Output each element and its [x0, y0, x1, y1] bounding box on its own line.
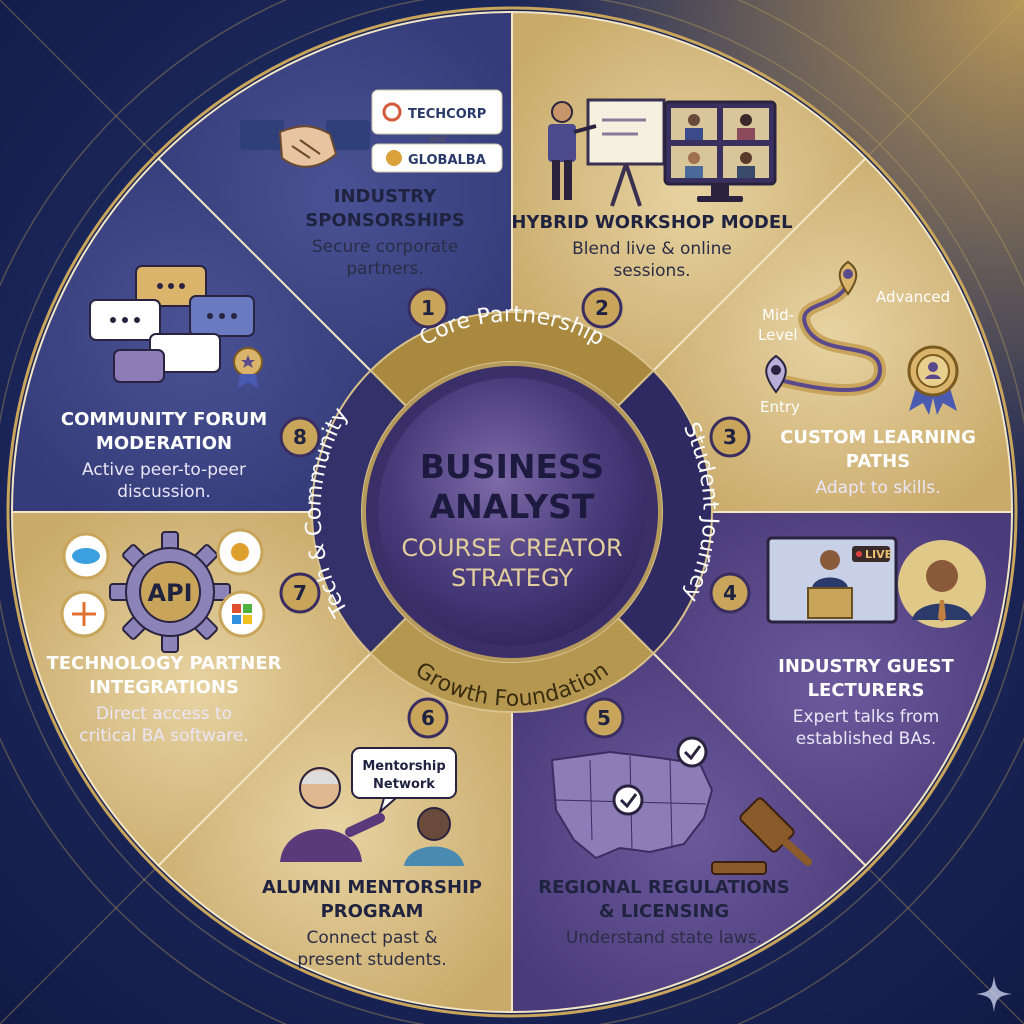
path-label-advanced: Advanced	[876, 288, 950, 306]
mentorship-bubble-2: Network	[373, 777, 435, 792]
segment-8-title-1: COMMUNITY FORUM	[61, 409, 267, 430]
path-label-mid-1: Mid-	[762, 306, 794, 324]
number-badge-2	[581, 287, 623, 329]
segment-texts: INDUSTRY SPONSORSHIPS Secure corporatepart…	[46, 186, 975, 970]
award-badge-icon	[907, 345, 959, 415]
handshake-icon	[240, 120, 370, 168]
segment-2-desc-2: sessions.	[613, 261, 690, 281]
mentor-icon	[280, 767, 385, 862]
segment-8: COMMUNITY FORUM MODERATION Active peer-to-…	[61, 409, 267, 502]
number-badge-3	[709, 416, 751, 458]
chat-bubbles-icon	[89, 265, 263, 388]
segment-8-desc-1: Active peer-to-peer	[82, 460, 246, 480]
live-lecture-icon: LIVE	[766, 536, 898, 624]
number-badge-text-7: 7	[293, 581, 307, 605]
sparkle-icon	[976, 976, 1012, 1012]
live-badge-text: LIVE	[865, 548, 892, 561]
center-subtitle-1: COURSE CREATOR	[401, 534, 622, 562]
number-badge-text-2: 2	[595, 296, 609, 320]
segment-2-desc-1: Blend live & online	[572, 239, 732, 259]
segment-4-title-1: INDUSTRY GUEST	[778, 656, 954, 677]
number-badge-4	[709, 572, 751, 614]
path-pins-icon: Advanced Mid- Level Entry	[758, 260, 950, 416]
segment-5-title-1: REGIONAL REGULATIONS	[538, 877, 790, 898]
segment-8-desc-2: discussion.	[117, 482, 211, 502]
logo-globalba: GLOBALBA	[408, 153, 486, 168]
segment-1-title-2: SPONSORSHIPS	[305, 210, 465, 231]
mentorship-bubble-1: Mentorship	[362, 759, 445, 774]
presenter-icon	[548, 98, 666, 207]
path-label-entry: Entry	[760, 398, 800, 416]
software-logos	[60, 528, 266, 638]
segment-6-title-2: PROGRAM	[321, 901, 424, 922]
us-map-icon	[550, 750, 714, 860]
segment-5: REGIONAL REGULATIONS & LICENSING Understan…	[538, 877, 790, 948]
segment-2: HYBRID WORKSHOP MODEL Blend live & online…	[511, 212, 792, 281]
segment-4: INDUSTRY GUEST LECTURERS Expert talks from…	[778, 656, 954, 749]
segment-1-desc-2: partners.	[346, 259, 423, 279]
number-badge-5	[583, 697, 625, 739]
segment-2-title-1: HYBRID WORKSHOP MODEL	[511, 212, 792, 233]
mentee-icon	[404, 807, 464, 866]
segment-1-desc-1: Secure corporate	[312, 237, 458, 257]
number-badge-6	[407, 697, 449, 739]
speech-bubble-icon: Mentorship Network	[351, 747, 457, 815]
segment-3-desc-1: Adapt to skills.	[815, 478, 940, 498]
video-grid-icon	[663, 100, 777, 202]
segment-1-title-1: INDUSTRY	[334, 186, 437, 207]
center-subtitle-2: STRATEGY	[451, 564, 573, 592]
segment-6-desc-2: present students.	[297, 950, 446, 970]
speaker-avatar-icon	[898, 540, 986, 628]
number-badge-7	[279, 572, 321, 614]
number-badge-text-1: 1	[421, 296, 435, 320]
sponsor-logos: TECHCORP and GLOBALBA	[371, 89, 503, 173]
segment-6-desc-1: Connect past &	[306, 928, 437, 948]
number-badge-text-5: 5	[597, 706, 611, 730]
segment-3-title-1: CUSTOM LEARNING	[780, 427, 976, 448]
segment-7-title-1: TECHNOLOGY PARTNER	[46, 653, 281, 674]
segment-3-title-2: PATHS	[846, 451, 910, 472]
check-icon	[676, 736, 708, 768]
center-title-1: BUSINESS	[420, 447, 604, 486]
center-hub: BUSINESS ANALYST COURSE CREATOR STRATEGY	[362, 362, 662, 662]
segment-3: CUSTOM LEARNING PATHS Adapt to skills.	[780, 427, 976, 498]
segment-4-title-2: LECTURERS	[808, 680, 925, 701]
segment-4-desc-1: Expert talks from	[793, 707, 940, 727]
segment-5-desc-1: Understand state laws.	[566, 928, 762, 948]
inner-ring	[311, 311, 713, 713]
logo-techcorp: TECHCORP	[408, 107, 486, 122]
api-label: API	[147, 579, 192, 607]
segment-4-desc-2: established BAs.	[796, 729, 936, 749]
segment-7-title-2: INTEGRATIONS	[89, 677, 239, 698]
center-title-2: ANALYST	[430, 487, 595, 526]
segment-5-title-2: & LICENSING	[599, 901, 729, 922]
segment-8-title-2: MODERATION	[96, 433, 232, 454]
segment-6: ALUMNI MENTORSHIP PROGRAM Connect past &pr…	[262, 877, 482, 970]
segment-7-desc-1: Direct access to	[96, 704, 232, 724]
segment-1: INDUSTRY SPONSORSHIPS Secure corporatepart…	[305, 186, 465, 279]
number-badge-8	[279, 416, 321, 458]
number-badge-text-8: 8	[293, 425, 307, 449]
number-badges: 1 2 3 4 5 6 7 8	[279, 287, 751, 739]
gavel-icon	[711, 797, 812, 875]
segment-7: TECHNOLOGY PARTNER INTEGRATIONS Direct acc…	[46, 653, 281, 746]
logo-joiner: and	[429, 135, 446, 145]
api-gear-icon: API	[109, 531, 231, 653]
segment-7-desc-2: critical BA software.	[79, 726, 248, 746]
number-badge-text-4: 4	[723, 581, 737, 605]
number-badge-1	[407, 287, 449, 329]
path-label-mid-2: Level	[758, 326, 798, 344]
number-badge-text-3: 3	[723, 425, 737, 449]
number-badge-text-6: 6	[421, 706, 435, 730]
segment-6-title-1: ALUMNI MENTORSHIP	[262, 877, 482, 898]
